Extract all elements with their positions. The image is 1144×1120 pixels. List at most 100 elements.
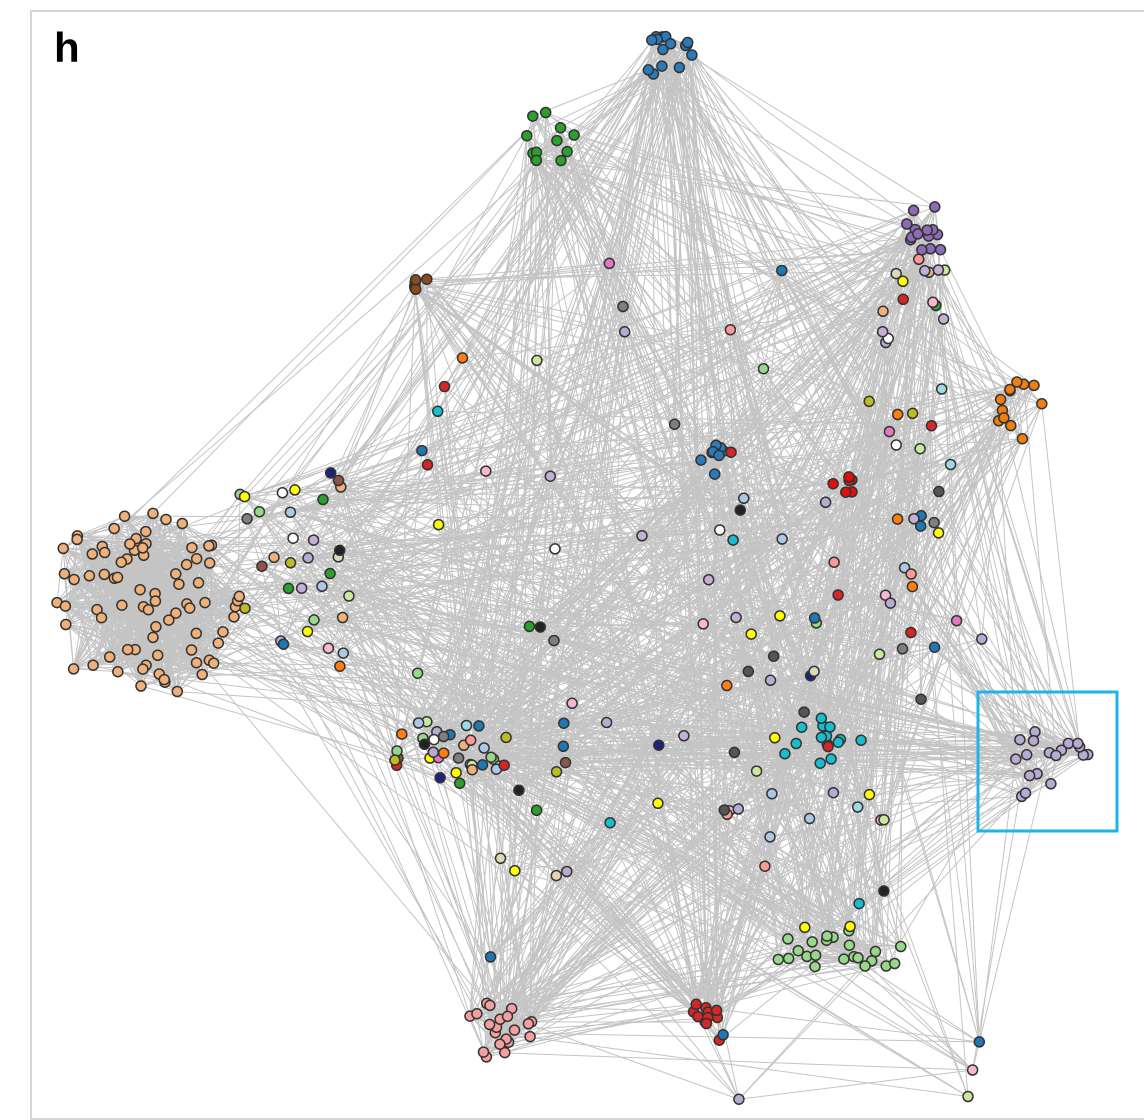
graph-node-scatter [637, 531, 647, 541]
graph-edge [739, 1070, 973, 1099]
graph-node-scatter [765, 832, 775, 842]
graph-node-scatter [501, 732, 511, 742]
graph-node-scatter [429, 735, 439, 745]
graph-node-scatter [805, 814, 815, 824]
graph-node-scatter [562, 867, 572, 877]
graph-edge [925, 271, 1027, 755]
graph-node-orange-right [996, 395, 1006, 405]
graph-node-orange-right [1029, 380, 1039, 390]
graph-node-cyan-mid [816, 732, 826, 742]
graph-node-scatter [916, 694, 926, 704]
graph-node-blue-top [674, 63, 684, 73]
graph-node-scatter [486, 952, 496, 962]
graph-node-tan-large [151, 622, 161, 632]
graph-node-tan-large [174, 579, 184, 589]
graph-node-cyan-mid [816, 713, 826, 723]
graph-node-scatter [561, 758, 571, 768]
graph-node-scatter [514, 785, 524, 795]
graph-node-scatter [326, 468, 336, 478]
graph-node-lavender-highlighted [1021, 788, 1031, 798]
graph-node-scatter [309, 535, 319, 545]
graph-node-lightgreen-bottom [896, 942, 906, 952]
graph-node-scatter [303, 627, 313, 637]
graph-node-scatter [338, 613, 348, 623]
graph-node-scatter [878, 327, 888, 337]
graph-node-scatter [718, 1030, 728, 1040]
graph-node-scatter [864, 790, 874, 800]
graph-node-scatter [752, 766, 762, 776]
graph-node-lightgreen-bottom [871, 947, 881, 957]
graph-node-scatter [939, 314, 949, 324]
graph-node-scatter [397, 729, 407, 739]
graph-node-scatter [929, 518, 939, 528]
graph-node-scatter [604, 258, 614, 268]
graph-node-red-bottom [691, 999, 701, 1009]
graph-node-tan-large [171, 569, 181, 579]
graph-edge [706, 1008, 979, 1042]
graph-node-scatter [722, 681, 732, 691]
graph-node-scatter [731, 613, 741, 623]
graph-node-scatter [479, 743, 489, 753]
graph-node-lightgreen-bottom [807, 937, 817, 947]
graph-node-pink-bottom-left [510, 1025, 520, 1035]
graph-node-cyan-mid [856, 735, 866, 745]
graph-node-tan-large [229, 612, 239, 622]
graph-node-lightgreen-bottom [853, 953, 863, 963]
graph-node-tan-large [192, 554, 202, 564]
graph-node-pink-bottom-left [479, 1047, 489, 1057]
graph-node-tan-large [138, 664, 148, 674]
graph-node-tan-large [148, 508, 158, 518]
graph-node-blue-top [643, 65, 653, 75]
graph-node-scatter [466, 735, 476, 745]
graph-node-red-bottom [712, 1005, 722, 1015]
graph-node-tan-large [218, 627, 228, 637]
graph-node-tan-large [61, 620, 71, 630]
graph-node-scatter [775, 611, 785, 621]
graph-node-cyan-mid [826, 754, 836, 764]
graph-node-pink-bottom-left [485, 1020, 495, 1030]
graph-node-scatter [602, 718, 612, 728]
graph-node-green-top [522, 131, 532, 141]
graph-node-scatter [618, 302, 628, 312]
panel-label: h [54, 24, 80, 72]
graph-node-scatter [550, 544, 560, 554]
graph-node-scatter [937, 384, 947, 394]
graph-node-scatter [952, 616, 962, 626]
graph-node-scatter [242, 514, 252, 524]
graph-node-scatter [893, 514, 903, 524]
graph-node-scatter [770, 733, 780, 743]
graph-node-red-bottom [701, 1019, 711, 1029]
graph-node-blue-mid [696, 455, 706, 465]
graph-node-scatter [885, 598, 895, 608]
graph-node-scatter [420, 739, 430, 749]
graph-node-scatter [552, 767, 562, 777]
graph-node-scatter [279, 639, 289, 649]
graph-edge [415, 286, 530, 1037]
graph-node-scatter [653, 798, 663, 808]
graph-node-scatter [875, 649, 885, 659]
graph-node-scatter [884, 427, 894, 437]
graph-node-scatter [934, 528, 944, 538]
graph-node-scatter [297, 583, 307, 593]
graph-node-tan-large [125, 539, 135, 549]
graph-node-scatter [906, 628, 916, 638]
graph-node-pink-bottom-left [525, 1032, 535, 1042]
graph-node-scatter [930, 642, 940, 652]
graph-node-lightgreen-bottom [773, 955, 783, 965]
graph-node-red-bottom [693, 1012, 703, 1022]
graph-edge [945, 270, 1001, 399]
graph-node-lightgreen-bottom [839, 954, 849, 964]
graph-node-tan-large [153, 650, 163, 660]
graph-node-scatter [879, 815, 889, 825]
graph-node-lightgreen-bottom [890, 959, 900, 969]
graph-node-green-top [562, 147, 572, 157]
graph-node-lavender-highlighted [1011, 754, 1021, 764]
graph-node-scatter [428, 747, 438, 757]
graph-node-lavender-highlighted [1025, 771, 1035, 781]
graph-node-tan-large [182, 560, 192, 570]
graph-node-lightgreen-bottom [784, 954, 794, 964]
graph-node-scatter [439, 748, 449, 758]
graph-node-scatter [914, 254, 924, 264]
graph-node-scatter [725, 325, 735, 335]
